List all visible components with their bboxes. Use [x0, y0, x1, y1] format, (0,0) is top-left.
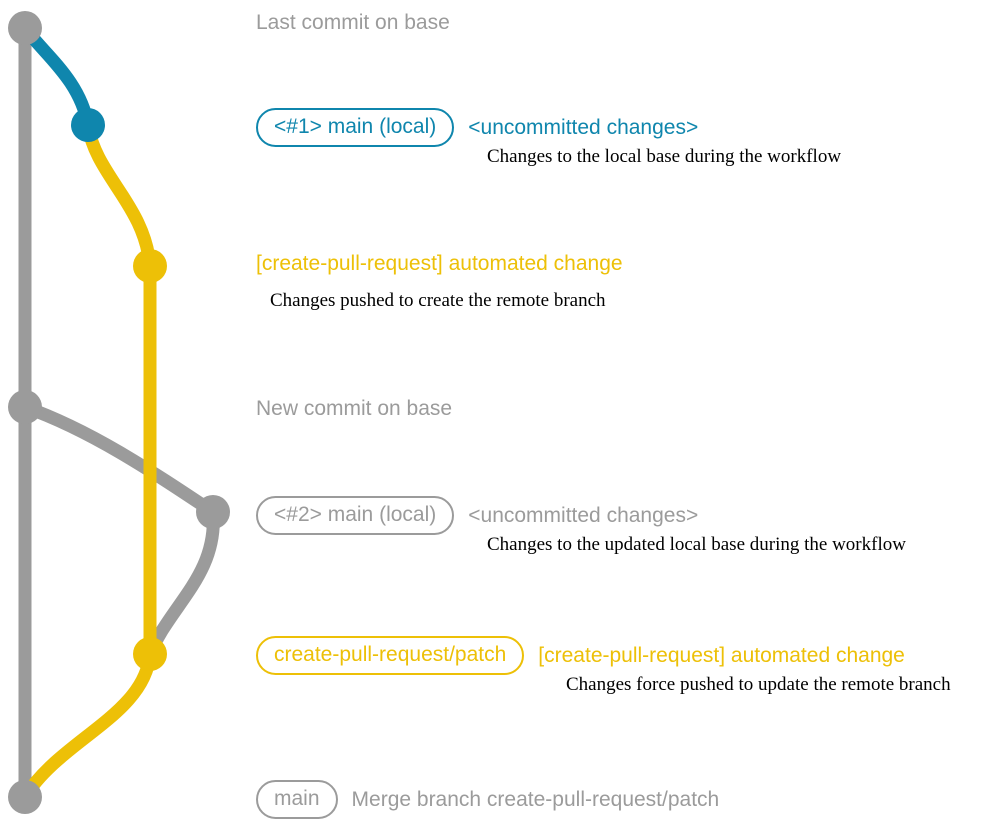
node-patch-1: [133, 249, 167, 283]
commit-message-patch-2: [create-pull-request] automated change: [538, 644, 905, 667]
edge-base-to-local2: [18, 400, 220, 519]
row-patch-2: create-pull-request/patch [create-pull-r…: [256, 636, 905, 675]
row-last-commit-on-base: Last commit on base: [256, 12, 450, 33]
edge-patch2-to-merge: [18, 647, 157, 804]
commit-message-merge: Merge branch create-pull-request/patch: [351, 788, 720, 811]
row-patch-1: [create-pull-request] automated change: [256, 253, 623, 274]
branch-badge-patch-2[interactable]: create-pull-request/patch: [256, 636, 525, 675]
label-new-commit-on-base: New commit on base: [256, 397, 453, 420]
description-patch-2: Changes force pushed to update the remot…: [566, 674, 951, 695]
node-base-merge: [8, 780, 42, 814]
description-local-1: Changes to the local base during the wor…: [487, 146, 842, 167]
commit-nodes: [8, 11, 230, 814]
branch-badge-local-1[interactable]: <#1> main (local): [256, 108, 455, 147]
row-local-2: <#2> main (local) <uncommitted changes>: [256, 496, 698, 535]
row-merge: main Merge branch create-pull-request/pa…: [256, 780, 719, 819]
commit-message-patch-1: [create-pull-request] automated change: [256, 252, 623, 275]
row-new-commit-on-base: New commit on base: [256, 398, 452, 419]
branch-badge-local-2[interactable]: <#2> main (local): [256, 496, 455, 535]
branch-badge-main[interactable]: main: [256, 780, 338, 819]
node-base-new: [8, 390, 42, 424]
description-local-2: Changes to the updated local base during…: [487, 534, 906, 555]
description-patch-1: Changes pushed to create the remote bran…: [270, 290, 606, 311]
edge-local1-to-patch1: [81, 118, 157, 273]
label-last-commit-on-base: Last commit on base: [256, 11, 450, 34]
edge-local2-to-patch2: [143, 505, 220, 661]
node-base-top: [8, 11, 42, 45]
commit-message-local-2: <uncommitted changes>: [468, 504, 699, 527]
row-local-1: <#1> main (local) <uncommitted changes>: [256, 108, 698, 147]
commit-message-local-1: <uncommitted changes>: [468, 116, 699, 139]
node-local-1: [71, 108, 105, 142]
node-patch-2: [133, 637, 167, 671]
node-local-2: [196, 495, 230, 529]
